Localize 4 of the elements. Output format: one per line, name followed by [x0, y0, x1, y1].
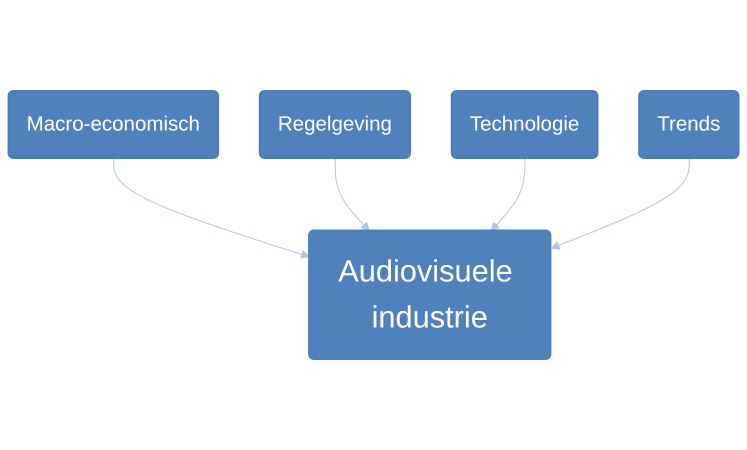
arrow: [490, 158, 526, 232]
arrow: [113, 158, 310, 259]
arrow: [334, 158, 370, 232]
arrow: [550, 158, 690, 250]
